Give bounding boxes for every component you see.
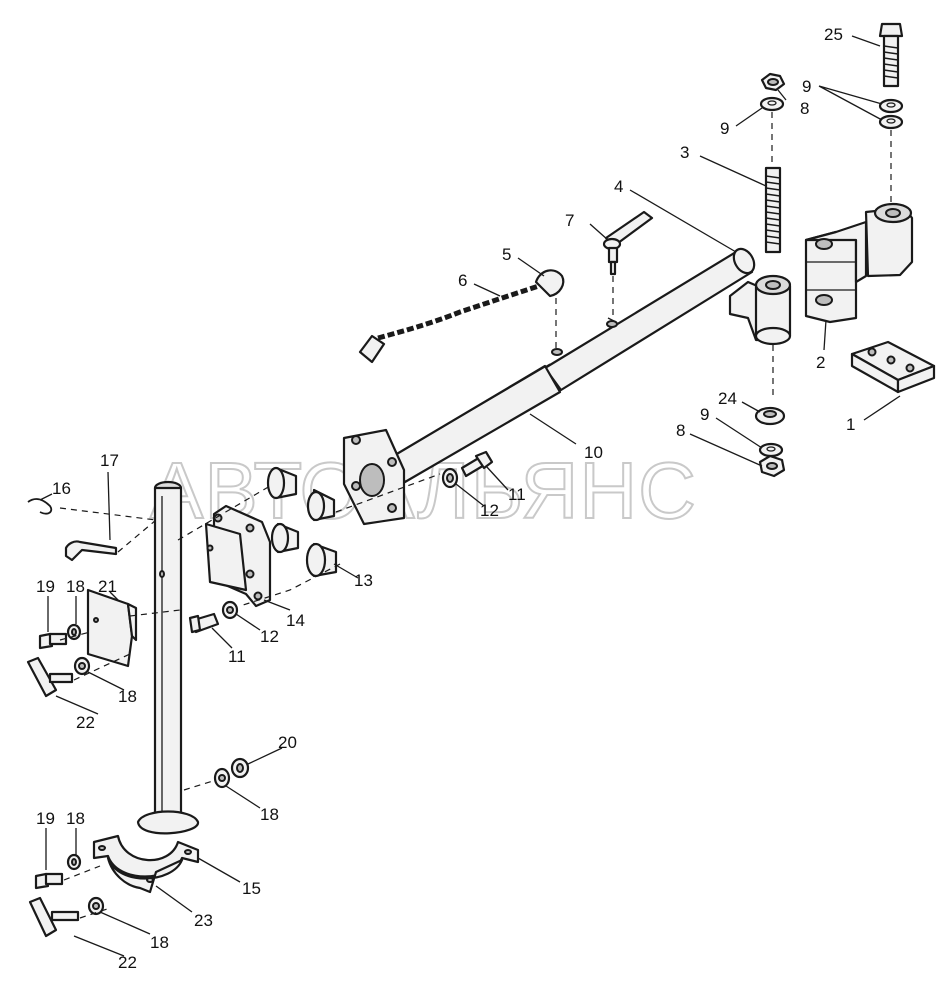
nut-20 [230, 757, 250, 779]
plate-1 [850, 340, 936, 394]
callout-22: 22 [118, 953, 137, 972]
callout-8: 8 [676, 421, 685, 440]
washer-18-c [213, 767, 231, 789]
callout-9: 9 [720, 119, 729, 138]
axis-line [183, 779, 217, 791]
callout-18: 18 [118, 687, 137, 706]
axis-line [129, 609, 181, 617]
threaded-rod-3 [764, 166, 782, 254]
washer-9-top [759, 96, 785, 112]
callout-4: 4 [614, 177, 623, 196]
nut-8-top [760, 72, 786, 92]
clamp-15 [92, 834, 200, 878]
callout-22: 22 [76, 713, 95, 732]
mount-plate-14 [204, 504, 272, 608]
washers-9-top-right [878, 98, 904, 130]
axis-line [117, 519, 157, 553]
axis-line [59, 507, 157, 521]
callout-18: 18 [66, 577, 85, 596]
clamp-plate-21 [86, 588, 138, 668]
axis-line [239, 563, 341, 607]
lever-22-upper [26, 656, 74, 698]
washer-12-upper [441, 467, 459, 489]
leader-lines [39, 35, 901, 957]
washer-12-lower [221, 600, 239, 620]
bolt-25 [878, 22, 904, 88]
callout-19: 19 [36, 577, 55, 596]
callout-9: 9 [700, 405, 709, 424]
vertical-post [136, 480, 200, 835]
bolt-19-upper [38, 632, 68, 650]
callout-21: 21 [98, 577, 117, 596]
washer-18-d [66, 853, 82, 871]
axis-line [177, 485, 271, 541]
callout-3: 3 [680, 143, 689, 162]
lever-22-lower [28, 896, 80, 938]
callout-11: 11 [508, 485, 526, 504]
bolt-19-lower [34, 872, 64, 890]
callouts: 25 9 8 9 3 4 7 5 6 2 1 24 9 8 10 11 12 1… [36, 25, 855, 972]
washer-9-bottom [758, 442, 784, 458]
chain-6 [358, 281, 546, 364]
callout-19: 19 [36, 809, 55, 828]
callout-13: 13 [354, 571, 373, 590]
bracket-2 [804, 202, 914, 324]
callout-2: 2 [816, 353, 825, 372]
callout-12: 12 [260, 627, 279, 646]
callout-6: 6 [458, 271, 467, 290]
washer-18-a [66, 623, 82, 641]
clip-16 [27, 498, 53, 515]
axis-line [59, 631, 91, 641]
hook-5 [534, 269, 565, 298]
callout-23: 23 [194, 911, 213, 930]
callout-9: 9 [802, 77, 811, 96]
bolt-11-lower [188, 612, 220, 634]
washer-18-b [73, 656, 91, 676]
rubber-buffers-13 [266, 466, 338, 578]
callout-25: 25 [824, 25, 843, 44]
callout-20: 20 [278, 733, 297, 752]
callout-18: 18 [66, 809, 85, 828]
axis-line [79, 907, 111, 919]
callout-8: 8 [800, 99, 809, 118]
callout-5: 5 [502, 245, 511, 264]
callout-18: 18 [260, 805, 279, 824]
callout-15: 15 [242, 879, 261, 898]
bolt-11-upper [460, 450, 494, 478]
callout-10: 10 [584, 443, 603, 462]
clamp-lever-7 [602, 210, 654, 276]
callout-11: 11 [228, 647, 246, 666]
axis-line [335, 473, 441, 513]
callout-1: 1 [846, 415, 855, 434]
callout-12: 12 [480, 501, 499, 520]
callout-24: 24 [718, 389, 737, 408]
clamp-23 [106, 856, 184, 894]
arm-4 [543, 247, 792, 392]
callout-16: 16 [52, 479, 71, 498]
callout-17: 17 [100, 451, 119, 470]
callout-14: 14 [286, 611, 305, 630]
flange-plate [342, 428, 406, 526]
washer-24 [754, 406, 786, 426]
washer-18-e [87, 896, 105, 916]
callout-18: 18 [150, 933, 169, 952]
callout-7: 7 [565, 211, 574, 230]
nut-8-bottom [758, 454, 786, 478]
pin-17 [64, 540, 118, 562]
